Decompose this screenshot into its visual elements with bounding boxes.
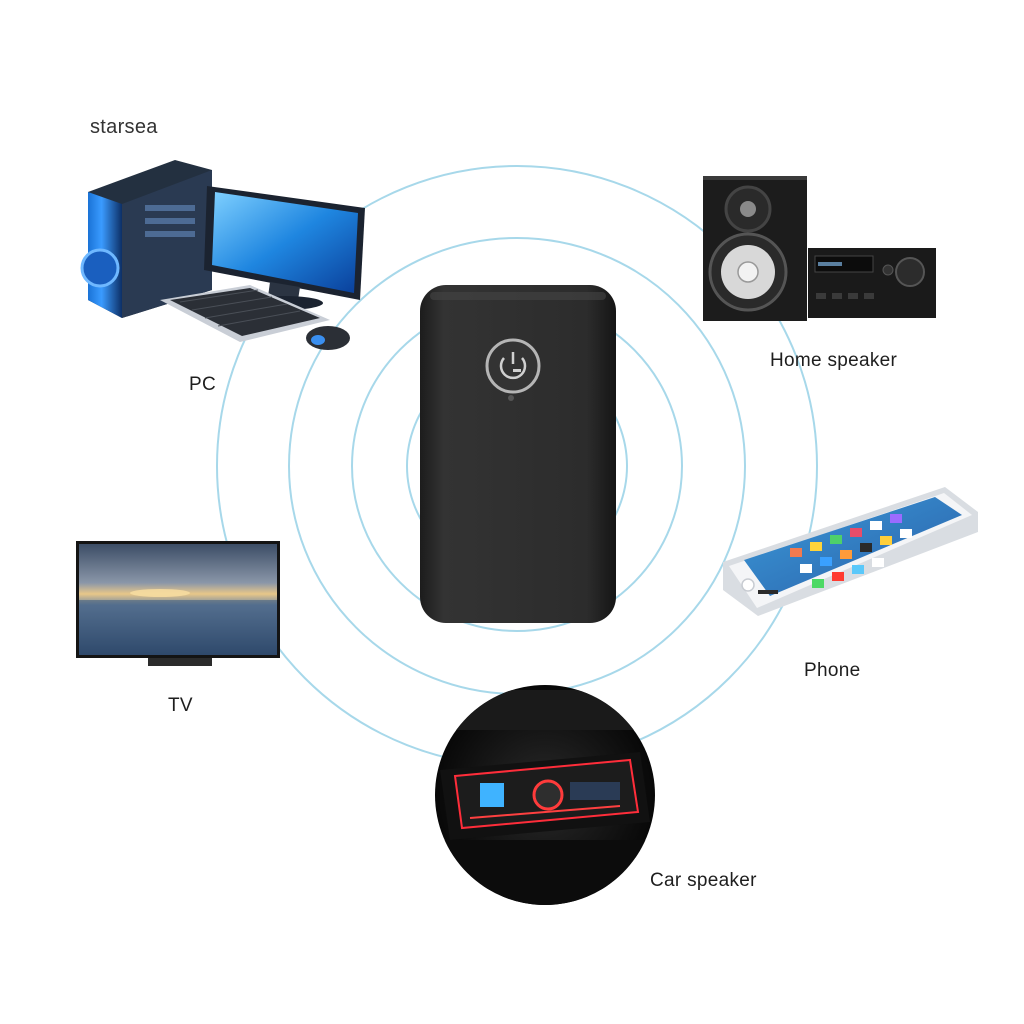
home-button-icon (741, 578, 755, 592)
device-label-phone: Phone (804, 660, 861, 681)
brand-name: starsea (90, 116, 158, 138)
device-label-home-speaker: Home speaker (770, 350, 898, 371)
power-button[interactable] (485, 338, 541, 394)
home-speaker-illustration (703, 176, 936, 321)
pc-illustration (80, 160, 365, 350)
car-speaker-illustration (435, 685, 655, 905)
bluetooth-adapter (420, 285, 616, 623)
device-label-tv: TV (168, 695, 193, 716)
power-icon (499, 357, 527, 380)
device-label-pc: PC (189, 374, 216, 395)
app-icons (790, 514, 912, 588)
phone-illustration (723, 487, 978, 616)
device-label-car-speaker: Car speaker (650, 870, 757, 891)
led-indicator-icon (508, 395, 514, 401)
tv-illustration (76, 541, 280, 666)
